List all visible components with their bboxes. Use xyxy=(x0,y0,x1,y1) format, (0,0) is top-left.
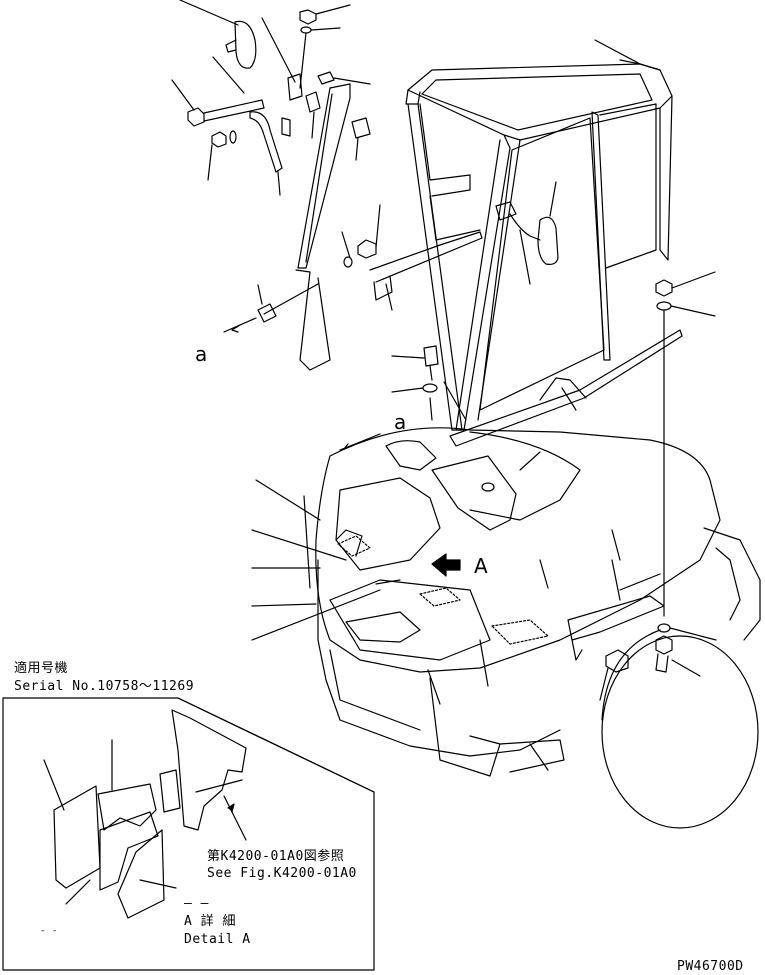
right-mirror xyxy=(495,181,559,285)
arrow-a2-label: a xyxy=(394,410,407,434)
reference-label-en: See Fig.K4200-01A0 xyxy=(207,866,357,881)
right-mount-hardware xyxy=(391,271,717,701)
reference-label-jp: 第K4200-01A0図参照 xyxy=(207,849,345,864)
view-a-label: A xyxy=(474,554,488,578)
left-pillar-assembly xyxy=(223,83,381,371)
arrow-a-label: a xyxy=(195,342,208,366)
detail-title-jp: A 詳 細 xyxy=(184,914,236,929)
detail-dash-mark: – – xyxy=(184,896,209,911)
truck-body xyxy=(251,427,761,829)
mirror-assembly-exploded xyxy=(171,0,371,196)
serial-label-jp: 適用号機 xyxy=(14,661,69,676)
serial-label-en: Serial No.10758～11269 xyxy=(14,679,195,694)
detail-title-en: Detail A xyxy=(184,932,251,947)
cab-overhead-guard xyxy=(369,39,683,447)
drawing-number: PW46700D xyxy=(677,959,744,974)
detail-minus-mark: - - xyxy=(40,926,58,936)
detail-a-view xyxy=(2,697,375,971)
